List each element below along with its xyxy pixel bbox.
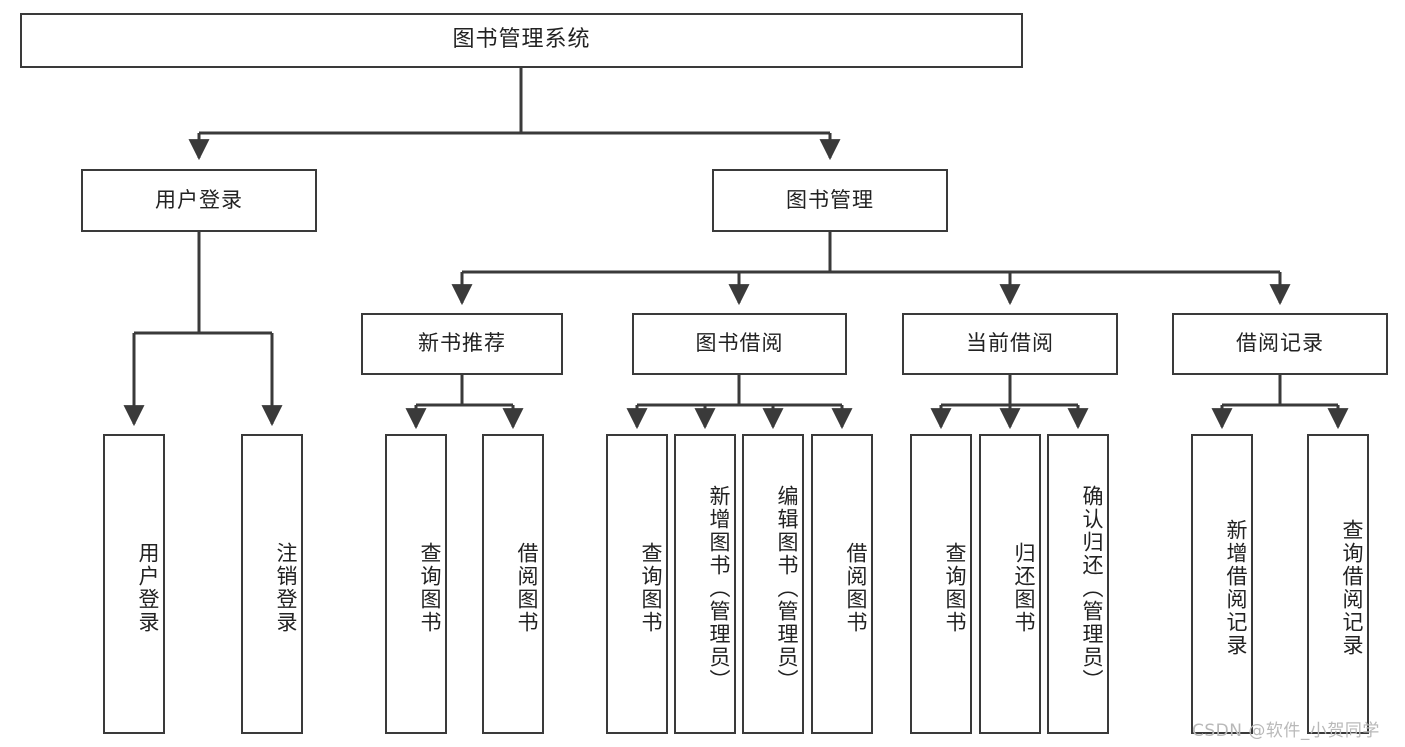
leaf-borrow-add-book-admin[interactable]: 新增图书（管理员） (674, 434, 736, 734)
leaf-user-logout[interactable]: 注销登录 (241, 434, 303, 734)
node-label: 用户登录 (155, 187, 243, 212)
node-label: 编辑图书（管理员） (775, 484, 799, 692)
node-label: 图书借阅 (695, 331, 784, 356)
node-user-login[interactable]: 用户登录 (81, 169, 317, 232)
leaf-record-query-record[interactable]: 查询借阅记录 (1307, 434, 1369, 734)
node-book-borrow[interactable]: 图书借阅 (632, 313, 847, 375)
node-label: 用户登录 (136, 542, 160, 634)
node-label: 当前借阅 (966, 331, 1054, 356)
node-label: 新增借阅记录 (1224, 519, 1248, 657)
leaf-current-return-book[interactable]: 归还图书 (979, 434, 1041, 734)
node-root-system[interactable]: 图书管理系统 (20, 13, 1023, 68)
leaf-user-login[interactable]: 用户登录 (103, 434, 165, 734)
node-label: 确认归还（管理员） (1080, 484, 1104, 692)
node-label: 查询借阅记录 (1340, 519, 1364, 657)
node-label: 新书推荐 (418, 331, 506, 356)
node-label: 借阅记录 (1236, 331, 1324, 356)
node-label: 查询图书 (639, 542, 663, 634)
leaf-recommend-borrow-book[interactable]: 借阅图书 (482, 434, 544, 734)
node-label: 图书管理 (786, 187, 874, 212)
csdn-watermark: CSDN @软件_小贺同学 (1192, 721, 1380, 741)
leaf-current-confirm-return-admin[interactable]: 确认归还（管理员） (1047, 434, 1109, 734)
node-new-book-recommend[interactable]: 新书推荐 (361, 313, 563, 375)
leaf-record-add-record[interactable]: 新增借阅记录 (1191, 434, 1253, 734)
node-label: 借阅图书 (844, 542, 868, 634)
node-book-management[interactable]: 图书管理 (712, 169, 948, 232)
leaf-current-query-book[interactable]: 查询图书 (910, 434, 972, 734)
node-label: 图书管理系统 (452, 27, 591, 53)
node-label: 查询图书 (418, 542, 442, 634)
node-borrow-record[interactable]: 借阅记录 (1172, 313, 1388, 375)
node-label: 借阅图书 (515, 542, 539, 634)
leaf-recommend-query-book[interactable]: 查询图书 (385, 434, 447, 734)
node-current-borrow[interactable]: 当前借阅 (902, 313, 1118, 375)
leaf-borrow-edit-book-admin[interactable]: 编辑图书（管理员） (742, 434, 804, 734)
leaf-borrow-borrow-book[interactable]: 借阅图书 (811, 434, 873, 734)
leaf-borrow-query-book[interactable]: 查询图书 (606, 434, 668, 734)
node-label: 注销登录 (274, 542, 298, 634)
node-label: 归还图书 (1012, 542, 1036, 634)
node-label: 查询图书 (943, 542, 967, 634)
node-label: 新增图书（管理员） (707, 484, 731, 692)
